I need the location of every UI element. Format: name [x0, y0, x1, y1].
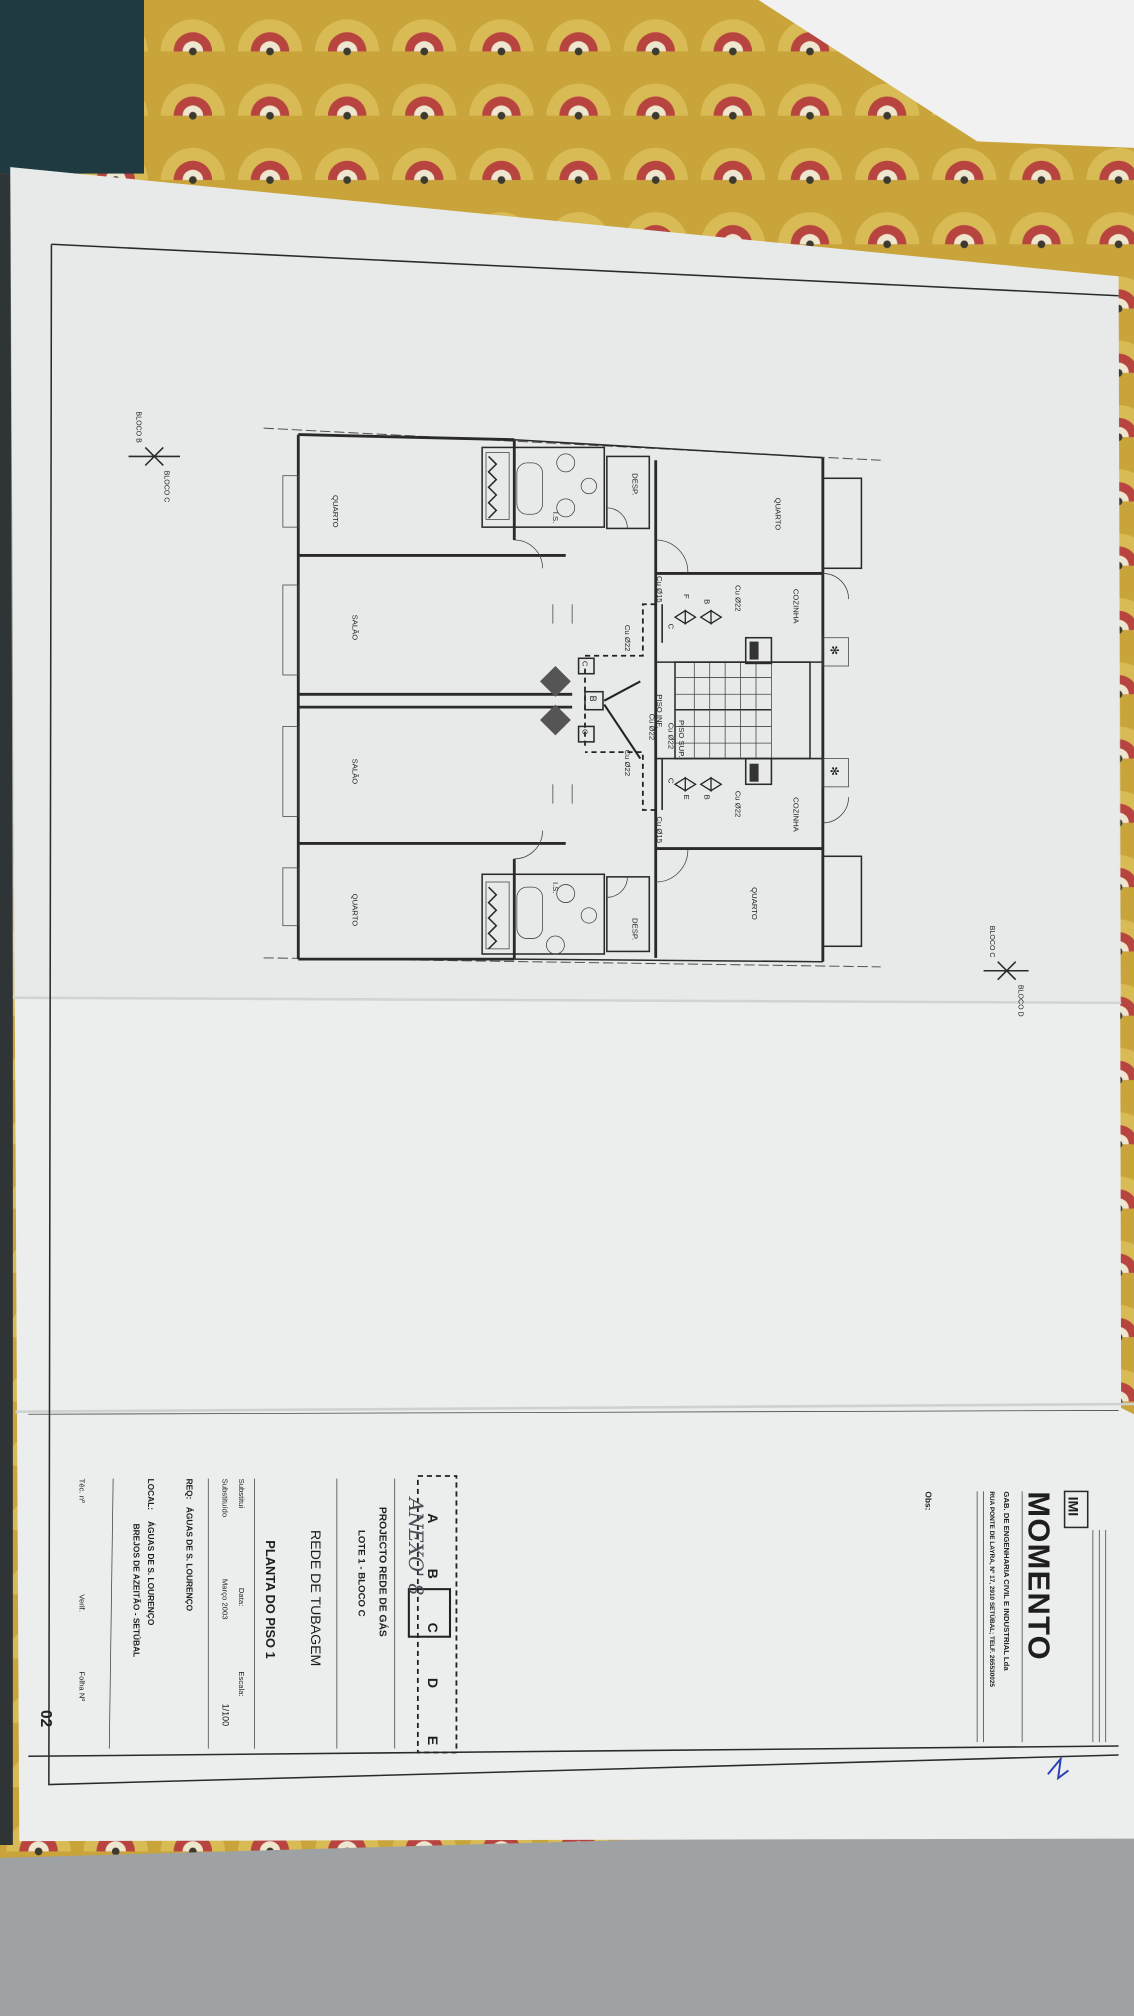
drawing-border: [48, 244, 1119, 1786]
manifold-box: [584, 690, 604, 711]
svg-text:C: C: [580, 729, 589, 735]
top-right-sheet: [758, 0, 1134, 148]
svg-text:Folha Nº: Folha Nº: [78, 1671, 87, 1701]
svg-text:REQ:: REQ:: [184, 1479, 194, 1500]
svg-text:Cu Ø22: Cu Ø22: [623, 750, 632, 777]
svg-text:E: E: [425, 1736, 441, 1745]
room-label: QUARTO: [773, 498, 782, 531]
svg-text:Cu Ø15: Cu Ø15: [655, 576, 664, 603]
svg-text:Substitui: Substitui: [237, 1479, 246, 1509]
svg-text:Cu Ø22: Cu Ø22: [667, 723, 676, 750]
svg-text:Substituído: Substituído: [220, 1479, 229, 1518]
svg-text:C: C: [667, 778, 676, 784]
svg-text:C: C: [425, 1623, 441, 1633]
laptop-surface: [0, 1825, 1134, 2016]
svg-text:B: B: [425, 1569, 441, 1579]
left-dark-strip: [0, 173, 13, 1846]
svg-text:B: B: [703, 795, 712, 800]
svg-text:Cu Ø22: Cu Ø22: [733, 791, 742, 818]
company-logo: IMI: [976, 1490, 1107, 1743]
svg-text:LOCAL:: LOCAL:: [146, 1479, 156, 1511]
company-address: RUA PONTE DE LAYRA, Nº 17, 2910 SETÚBAL;…: [988, 1491, 997, 1687]
svg-text:Téc. nº: Téc. nº: [78, 1479, 87, 1503]
section-label: BLOCO B: [134, 411, 141, 443]
room-label: I.S.: [551, 512, 560, 524]
fold-line: [15, 1402, 1134, 1413]
svg-text:IMI: IMI: [1065, 1497, 1081, 1517]
room-label: COZINHA: [791, 797, 800, 833]
section-label: BLOCO C: [163, 471, 170, 503]
company-name: MOMENTO: [1022, 1491, 1057, 1661]
svg-text:E: E: [682, 795, 691, 800]
title-block: IMI MOMENTO GAB. DE ENGENHARIA CIVIL E I…: [28, 1410, 1119, 1781]
svg-text:Cu Ø22: Cu Ø22: [623, 625, 632, 652]
room-label: COZINHA: [791, 589, 800, 625]
room-label: DESP.: [631, 473, 640, 495]
company-subtitle: GAB. DE ENGENHARIA CIVIL E INDUSTRIAL Ld…: [1002, 1491, 1011, 1671]
room-labels: QUARTO SALÃO SALÃO QUARTO QUARTO COZINHA…: [331, 473, 800, 940]
obs-label: Obs:: [924, 1491, 934, 1510]
svg-text:B: B: [588, 696, 598, 702]
signature-mark: [1047, 1755, 1070, 1781]
svg-text:Escala:: Escala:: [237, 1671, 246, 1696]
svg-text:A: A: [425, 1513, 441, 1523]
room-label: QUARTO: [350, 894, 359, 927]
svg-text:BREJOS DE AZEITÃO - SETÚBAL: BREJOS DE AZEITÃO - SETÚBAL: [132, 1524, 143, 1658]
handwritten-note: ANEXO' 8: [404, 1496, 427, 1596]
svg-text:C: C: [667, 624, 676, 630]
svg-text:Data:: Data:: [237, 1588, 246, 1606]
fold-line: [12, 996, 1122, 1005]
room-label: I.S.: [551, 882, 560, 894]
drawing-title: REDE DE TUBAGEM: [308, 1530, 324, 1666]
drawing-subtitle: PLANTA DO PISO 1: [263, 1540, 278, 1658]
project-name: PROJECTO REDE DE GÁS: [376, 1507, 389, 1637]
drawing-border: [51, 243, 1119, 297]
svg-text:Cu Ø22: Cu Ø22: [647, 714, 656, 741]
room-label: SALÃO: [350, 615, 359, 641]
pipe-labels: Cu Ø15 Cu Ø22 Cu Ø22 PISO INF. Cu Ø22 PI…: [623, 576, 743, 843]
svg-text:✻: ✻: [828, 766, 840, 776]
manifold-box: [577, 725, 595, 743]
section-marker-bottom: BLOCO C BLOCO D: [983, 926, 1029, 1017]
floor-plan: ✻ ✻ C B C: [263, 427, 881, 968]
manifold-box: [577, 657, 595, 675]
section-marker-top: BLOCO B BLOCO C: [128, 411, 180, 503]
svg-text:B: B: [703, 599, 712, 604]
svg-text:D: D: [425, 1678, 441, 1688]
room-label: DESP.: [631, 918, 640, 940]
svg-text:PISO SUP.: PISO SUP.: [677, 720, 686, 758]
sheet-number: 02: [37, 1710, 54, 1727]
dark-corner: [0, 0, 144, 174]
section-label: BLOCO C: [988, 926, 995, 958]
svg-text:✻: ✻: [828, 645, 840, 655]
svg-text:Cu Ø22: Cu Ø22: [733, 585, 742, 612]
room-label: SALÃO: [350, 759, 359, 785]
scale-value: 1/100: [220, 1704, 230, 1727]
lot-name: LOTE 1 - BLOCO C: [356, 1530, 367, 1617]
svg-text:Verif.: Verif.: [78, 1594, 87, 1612]
svg-text:PISO INF.: PISO INF.: [655, 694, 664, 728]
svg-text:F: F: [682, 594, 691, 599]
room-label: QUARTO: [750, 887, 759, 920]
svg-text:Cu Ø15: Cu Ø15: [655, 816, 664, 843]
svg-text:ÁGUAS DE S. LOURENÇO: ÁGUAS DE S. LOURENÇO: [184, 1507, 195, 1612]
svg-text:ÁGUAS DE S. LOURENÇO: ÁGUAS DE S. LOURENÇO: [146, 1521, 157, 1626]
zone-selector: A B C D E: [407, 1475, 458, 1754]
section-label: BLOCO D: [1016, 985, 1023, 1017]
paper-shade: [10, 167, 1122, 1003]
svg-text:C: C: [580, 661, 589, 667]
room-label: QUARTO: [331, 495, 340, 528]
date-value: Março 2003: [220, 1579, 229, 1620]
